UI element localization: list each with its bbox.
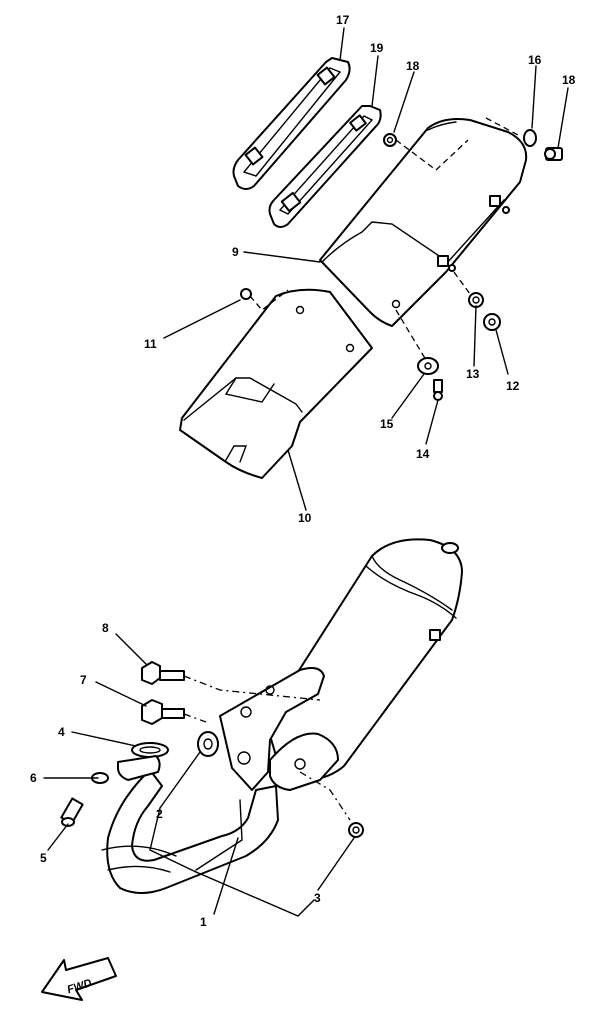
part-3-nut [349, 823, 363, 837]
callout-16: 16 [528, 53, 542, 67]
part-13-washer [469, 293, 483, 307]
part-16-collar [524, 130, 536, 146]
callout-6: 6 [30, 771, 37, 785]
part-8-bolt [142, 662, 184, 684]
callout-12: 12 [506, 379, 520, 393]
fwd-arrow-icon [42, 958, 116, 1000]
callout-7: 7 [80, 673, 87, 687]
callout-17: 17 [336, 13, 350, 27]
part-7-bolt [142, 700, 184, 724]
part-18-bolt-left [384, 134, 396, 146]
callout-19: 19 [370, 41, 384, 55]
part-15-damper [418, 358, 438, 374]
callout-1: 1 [200, 915, 207, 929]
part-12-bolt [484, 314, 500, 330]
part-17-protector-plate [234, 58, 350, 189]
part-5-bolt [61, 798, 82, 826]
part-4-gasket [132, 743, 168, 757]
part-6-flange [92, 756, 160, 783]
part-14-screw [434, 380, 442, 400]
part-11-collar [241, 289, 251, 299]
leader-lines [44, 28, 568, 916]
callout-18-right: 18 [562, 73, 576, 87]
callout-14: 14 [416, 447, 430, 461]
part-18-bolt-right [545, 148, 562, 160]
part-2-damper [198, 732, 218, 756]
callout-3: 3 [314, 891, 321, 905]
part-9-muffler-cover [320, 119, 526, 326]
fasteners [61, 130, 562, 837]
part-1-muffler-assembly [102, 539, 462, 893]
callout-5: 5 [40, 851, 47, 865]
callout-11: 11 [144, 337, 157, 351]
callout-18-left: 18 [406, 59, 420, 73]
fwd-direction-badge: FWD [42, 958, 116, 1000]
part-19-protector-plate [270, 106, 381, 227]
callout-4: 4 [58, 725, 65, 739]
callout-2: 2 [156, 807, 163, 821]
part-10-muffler-cover [180, 290, 372, 478]
callout-10: 10 [298, 511, 312, 525]
assembly-lines [184, 118, 520, 820]
callout-9: 9 [232, 245, 239, 259]
callout-labels: 17 19 18 16 18 9 11 13 12 15 14 10 8 7 4… [30, 13, 576, 929]
callout-8: 8 [102, 621, 109, 635]
callout-15: 15 [380, 417, 394, 431]
callout-13: 13 [466, 367, 480, 381]
